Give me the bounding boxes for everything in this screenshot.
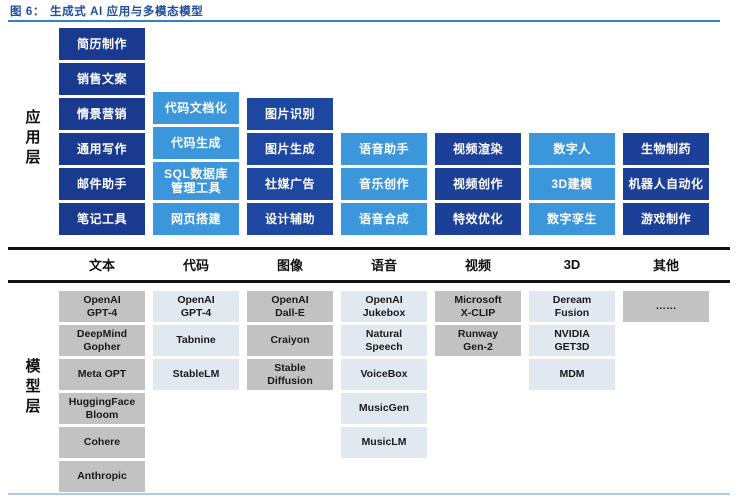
app-box-text: 销售文案	[59, 63, 145, 95]
app-box-image: 设计辅助	[247, 203, 333, 235]
app-box-video: 视频渲染	[435, 133, 521, 165]
app-box-3d: 数字孪生	[529, 203, 615, 235]
app-box-3d: 数字人	[529, 133, 615, 165]
model-box-text: Meta OPT	[59, 359, 145, 390]
category-header-3d: 3D	[563, 256, 581, 272]
app-column-text: 简历制作销售文案情景营销通用写作邮件助手笔记工具	[59, 28, 145, 235]
app-box-image: 图片生成	[247, 133, 333, 165]
app-box-code: 代码文档化	[153, 92, 239, 124]
category-header-speech: 语音	[370, 257, 397, 273]
figure-title: 图 6： 生成式 AI 应用与多模态模型	[10, 3, 203, 19]
model-box-image: OpenAI Dall-E	[247, 291, 333, 322]
application-layer-label: 应用层	[25, 109, 41, 166]
divider-top	[8, 247, 730, 250]
model-layer-label: 模型层	[25, 358, 41, 415]
category-header-image: 图像	[276, 257, 303, 273]
model-box-speech: OpenAI Jukebox	[341, 291, 427, 322]
app-box-image: 社媒广告	[247, 168, 333, 200]
model-box-speech: MusicGen	[341, 393, 427, 424]
model-box-video: Runway Gen-2	[435, 325, 521, 356]
model-box-text: Cohere	[59, 427, 145, 458]
model-box-image: Craiyon	[247, 325, 333, 356]
model-box-code: StableLM	[153, 359, 239, 390]
app-box-text: 通用写作	[59, 133, 145, 165]
app-box-code: SQL数据库 管理工具	[153, 162, 239, 200]
app-box-code: 网页搭建	[153, 203, 239, 235]
model-box-text: HuggingFace Bloom	[59, 393, 145, 424]
app-box-text: 简历制作	[59, 28, 145, 60]
model-box-text: Anthropic	[59, 461, 145, 492]
model-box-video: Microsoft X-CLIP	[435, 291, 521, 322]
app-box-other: 生物制药	[623, 133, 709, 165]
app-box-video: 特效优化	[435, 203, 521, 235]
category-header-video: 视频	[464, 257, 491, 273]
divider-bottom	[8, 280, 730, 283]
model-box-code: Tabnine	[153, 325, 239, 356]
model-box-speech: MusicLM	[341, 427, 427, 458]
model-box-speech: VoiceBox	[341, 359, 427, 390]
app-column-image: 图片识别图片生成社媒广告设计辅助	[247, 28, 333, 235]
model-box-3d: Deream Fusion	[529, 291, 615, 322]
app-column-other: 生物制药机器人自动化游戏制作	[623, 28, 709, 235]
app-box-video: 视频创作	[435, 168, 521, 200]
app-box-code: 代码生成	[153, 127, 239, 159]
app-box-text: 笔记工具	[59, 203, 145, 235]
title-underline	[8, 20, 720, 22]
model-box-3d: MDM	[529, 359, 615, 390]
figure-number-label: 图 6：	[10, 6, 45, 18]
model-box-3d: NVIDIA GET3D	[529, 325, 615, 356]
model-box-speech: Natural Speech	[341, 325, 427, 356]
category-header-code: 代码	[182, 257, 209, 273]
app-column-speech: 语音助手音乐创作语音合成	[341, 28, 427, 235]
app-column-video: 视频渲染视频创作特效优化	[435, 28, 521, 235]
app-box-speech: 语音合成	[341, 203, 427, 235]
app-box-other: 机器人自动化	[623, 168, 709, 200]
category-header-other: 其他	[652, 257, 679, 273]
category-header-text: 文本	[88, 257, 115, 273]
app-box-speech: 语音助手	[341, 133, 427, 165]
model-box-text: OpenAI GPT-4	[59, 291, 145, 322]
app-box-other: 游戏制作	[623, 203, 709, 235]
category-header-row: 文本 代码 图像 语音 视频 3D 其他	[59, 250, 709, 278]
figure-title-text: 生成式 AI 应用与多模态模型	[50, 6, 204, 18]
app-box-text: 情景营销	[59, 98, 145, 130]
model-box-other: ……	[623, 291, 709, 322]
app-box-3d: 3D建模	[529, 168, 615, 200]
model-column-other: ……	[623, 291, 709, 492]
model-box-image: Stable Diffusion	[247, 359, 333, 390]
app-box-image: 图片识别	[247, 98, 333, 130]
app-box-text: 邮件助手	[59, 168, 145, 200]
model-box-text: DeepMind Gopher	[59, 325, 145, 356]
model-box-code: OpenAI GPT-4	[153, 291, 239, 322]
figure-bottom-rule	[8, 493, 730, 495]
app-box-speech: 音乐创作	[341, 168, 427, 200]
